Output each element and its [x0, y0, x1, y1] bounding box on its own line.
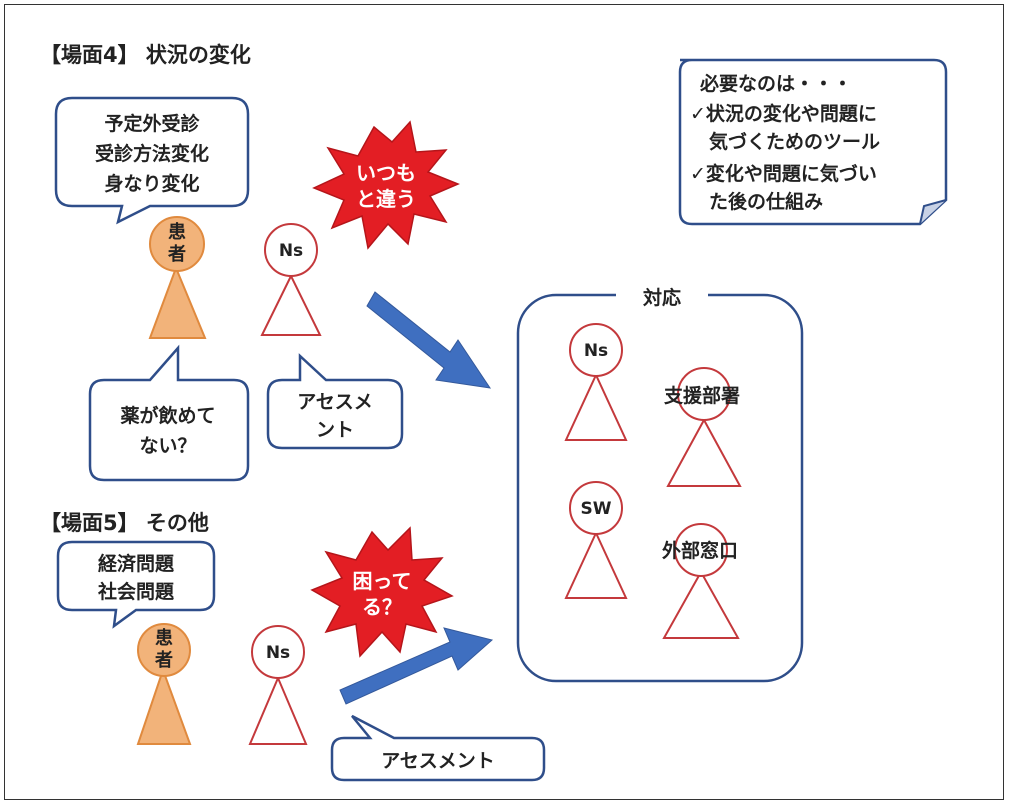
scene4-patient-head [149, 216, 205, 272]
response-sw-body [564, 530, 628, 599]
scene5-patient-figure: 患 者 [136, 623, 192, 745]
scene4-bubble-line3: 身なり変化 [104, 172, 199, 195]
scene5-patient-label2: 者 [154, 650, 173, 671]
response-nurse-body [564, 372, 628, 441]
scene4-assessment-line2: ント [316, 419, 354, 441]
response-title-gap [616, 283, 708, 309]
scene4-patient-label1: 患 [168, 222, 186, 243]
response-sw-label: SW [581, 499, 612, 519]
scene4-arrow [366, 291, 492, 389]
note-item2-line1: ✓変化や問題に気づい [690, 162, 877, 185]
scene5-assessment-bubble [330, 714, 546, 782]
note-item1-line2: 気づくためのツール [690, 130, 880, 153]
response-nurse-figure: Ns [564, 323, 628, 441]
scene4-nurse-body [260, 273, 322, 336]
scene5-title: 【場面5】 その他 [40, 511, 209, 535]
response-external-label: 外部窓口 [662, 539, 738, 562]
note-heading: 必要なのは・・・ [699, 72, 852, 95]
scene4-assessment-line1: アセスメ [297, 391, 373, 413]
response-title: 対応 [642, 286, 681, 309]
scene5-nurse-head [251, 625, 305, 679]
response-support-figure: 支援部署 [663, 367, 742, 487]
scene5-patient-bubble [56, 540, 216, 629]
scene4-question-bubble [88, 344, 250, 482]
scene5-burst-line1: 困って [353, 569, 412, 593]
scene5-burst-shape [310, 526, 454, 658]
scene5-burst: 困って る？ [310, 526, 454, 658]
note-curl [919, 199, 947, 225]
scene5-burst-line2: る？ [362, 595, 402, 619]
scene4-nurse-figure: Ns [260, 223, 322, 336]
scene4-patient-body [148, 265, 207, 339]
response-nurse-label: Ns [584, 341, 608, 361]
scene4-bubble-line2: 受診方法変化 [95, 142, 209, 165]
scene4-burst-line1: いつも [356, 161, 416, 185]
scene4-burst: いつも と違う [312, 120, 460, 250]
note-item2-line2: た後の仕組み [690, 190, 823, 213]
note-item1-line1: ✓状況の変化や問題に [690, 102, 877, 125]
response-sw-head [569, 481, 623, 535]
scene5-patient-body [136, 666, 192, 745]
scene5-arrow [339, 627, 494, 705]
scene4-question-line2: ない？ [139, 435, 196, 457]
response-external-figure: 外部窓口 [662, 523, 740, 639]
response-sw-figure: SW [564, 481, 628, 599]
scene4-burst-line2: と違う [356, 187, 416, 211]
response-external-body [662, 569, 740, 639]
response-support-head [677, 367, 731, 421]
scene4-burst-shape [312, 120, 460, 250]
scene4-patient-bubble [54, 96, 250, 225]
scene4-title: 【場面4】 状況の変化 [40, 43, 251, 67]
response-external-head [674, 523, 728, 577]
scene4-bubble-line1: 予定外受診 [104, 112, 200, 135]
scene5-patient-label1: 患 [155, 628, 173, 649]
scene5-nurse-figure: Ns [248, 625, 308, 745]
scene5-patient-head [137, 623, 191, 677]
scene4-patient-figure: 患 者 [148, 216, 207, 339]
scene5-nurse-label: Ns [266, 643, 290, 663]
scene4-question-line1: 薬が飲めて [119, 404, 215, 427]
scene4-assessment-bubble [266, 353, 404, 450]
scene4-patient-label2: 者 [167, 244, 186, 265]
scene4-nurse-head [264, 223, 318, 277]
scene5-bubble-line2: 社会問題 [97, 580, 175, 603]
response-nurse-head [569, 323, 623, 377]
response-box [516, 293, 804, 683]
scene5-assessment-text: アセスメント [381, 750, 495, 772]
scene5-bubble-line1: 経済問題 [98, 552, 175, 575]
response-support-body [666, 417, 742, 487]
scene4-nurse-label: Ns [279, 241, 303, 261]
scene5-nurse-body [248, 675, 308, 745]
response-support-label: 支援部署 [663, 384, 740, 407]
note-box [678, 58, 948, 226]
